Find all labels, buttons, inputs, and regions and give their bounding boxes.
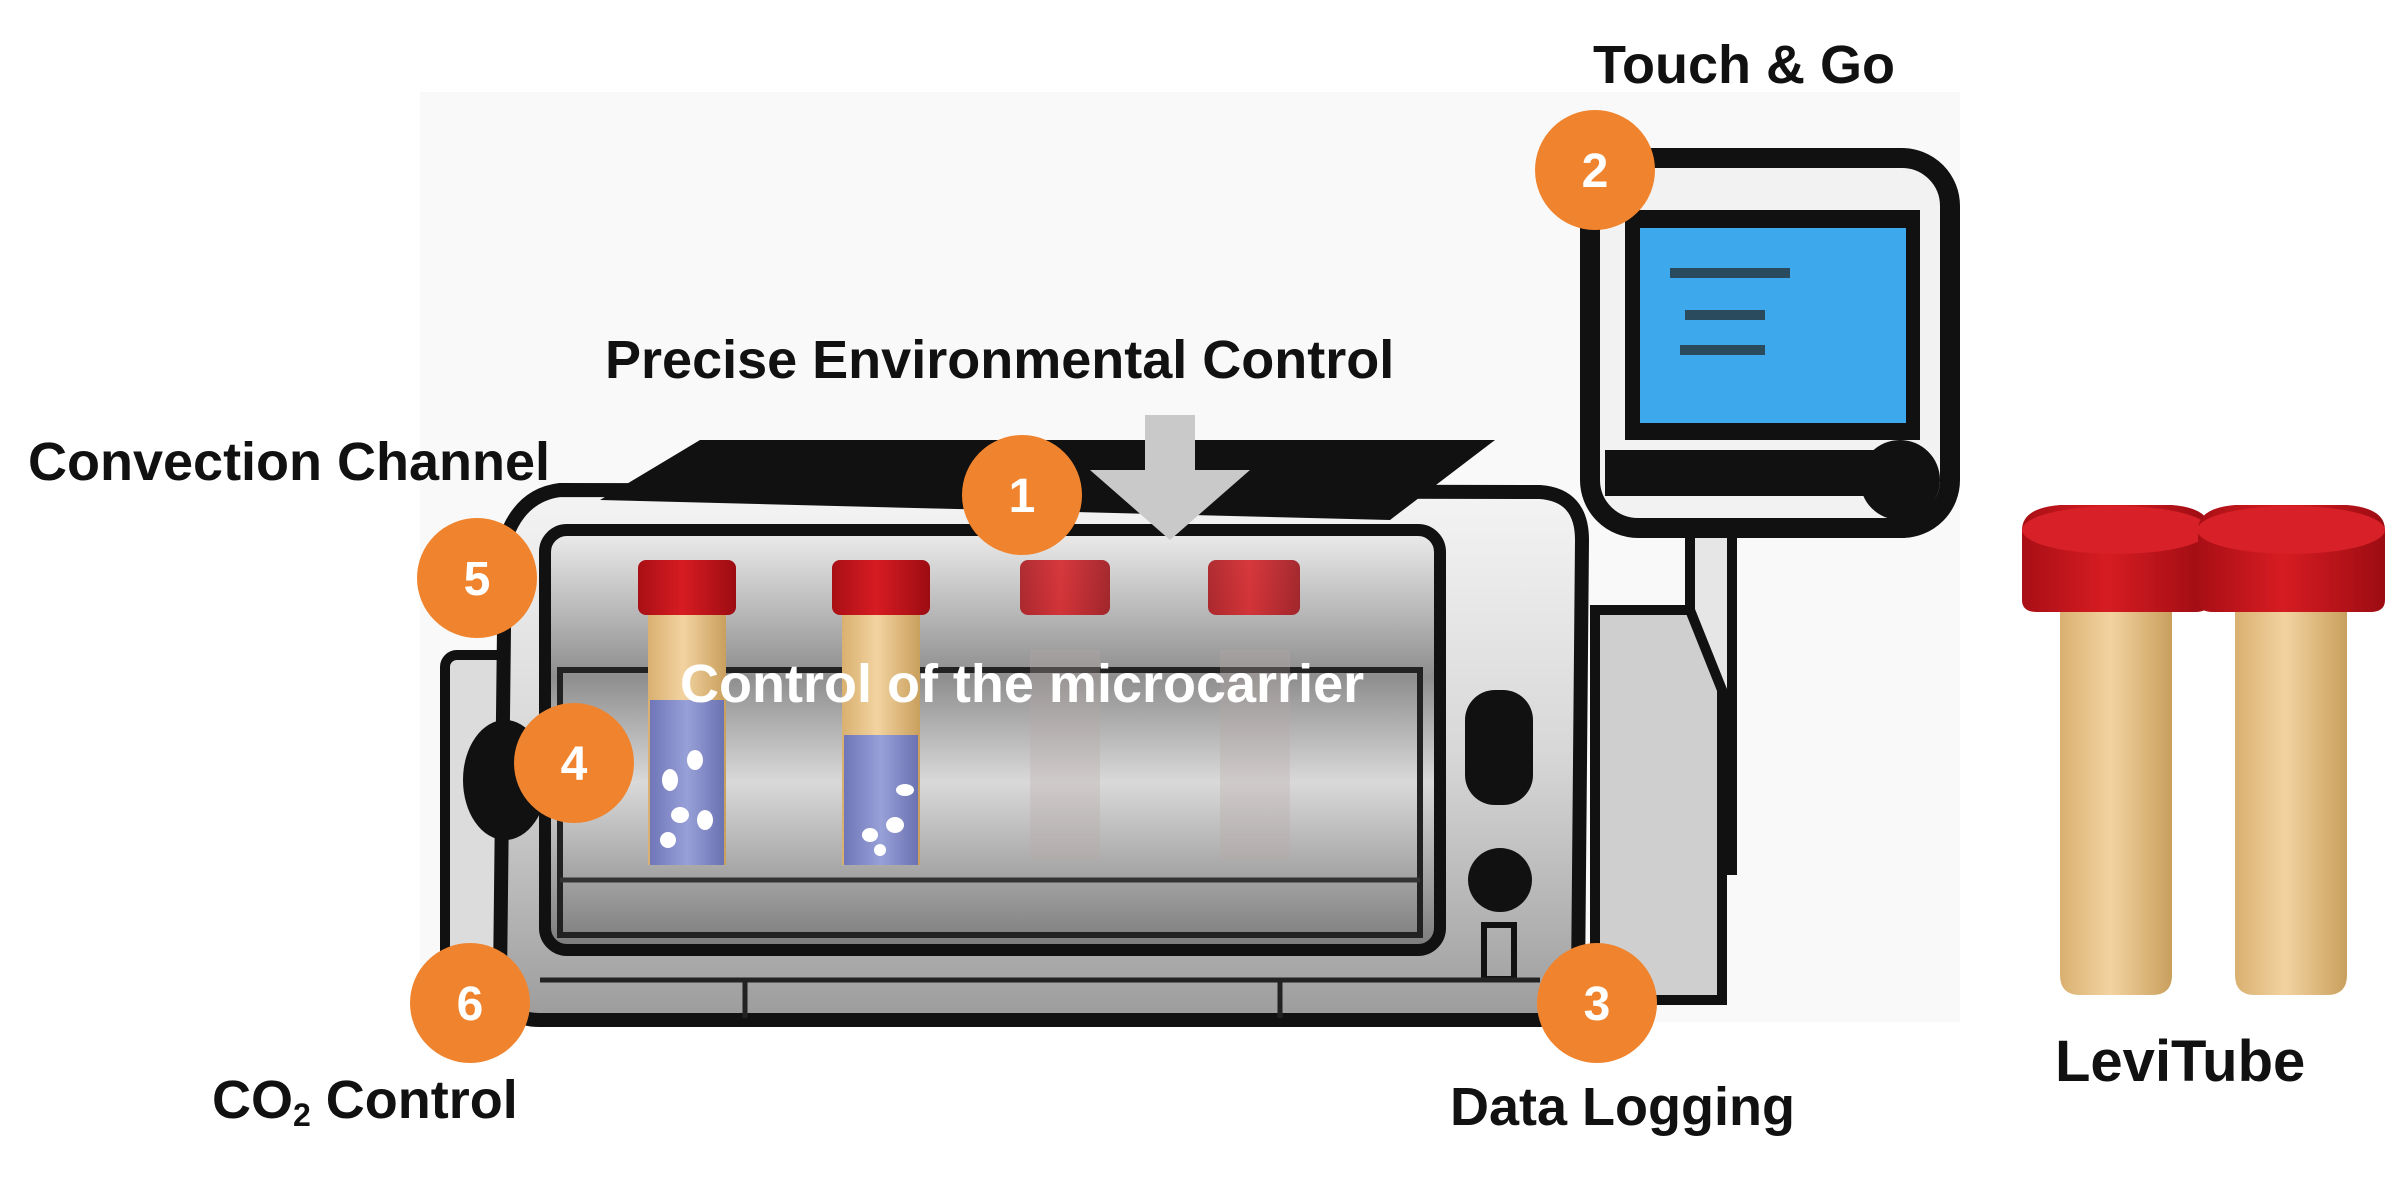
tube-2	[832, 560, 930, 865]
arrow-down	[1090, 415, 1250, 540]
badge-1: 1	[962, 435, 1082, 555]
badge-number: 2	[1582, 145, 1609, 198]
tube-1	[638, 560, 736, 865]
label-precise-environmental-control: Precise Environmental Control	[605, 330, 1395, 390]
badge-number: 3	[1584, 978, 1611, 1031]
front-button	[1468, 848, 1532, 912]
badge-number: 5	[464, 553, 491, 606]
label-co2-control: CO2 Control	[212, 1070, 518, 1133]
badge-number: 6	[457, 978, 484, 1031]
levitube-left	[2022, 505, 2210, 995]
tube-4	[1208, 560, 1300, 860]
front-slot	[1465, 690, 1533, 805]
badge-3: 3	[1537, 943, 1657, 1063]
label-convection-channel: Convection Channel	[28, 432, 551, 492]
label-control-microcarrier: Control of the microcarrier	[680, 654, 1365, 714]
badges: 1 2 3 4 5 6	[410, 110, 1657, 1063]
side-box	[1590, 605, 1727, 1005]
label-touch-go: Touch & Go	[1593, 35, 1895, 95]
badge-2: 2	[1535, 110, 1655, 230]
levitube-right	[2197, 505, 2385, 995]
badge-5: 5	[417, 518, 537, 638]
monitor-bar	[1605, 450, 1880, 496]
monitor-screen	[1640, 228, 1906, 423]
badge-4: 4	[514, 703, 634, 823]
label-data-logging: Data Logging	[1450, 1077, 1795, 1137]
label-levitube: LeviTube	[2055, 1029, 2306, 1094]
monitor-knob	[1860, 440, 1940, 520]
badge-number: 4	[561, 738, 588, 791]
badge-6: 6	[410, 943, 530, 1063]
tube-3	[1020, 560, 1110, 860]
badge-number: 1	[1009, 470, 1036, 523]
